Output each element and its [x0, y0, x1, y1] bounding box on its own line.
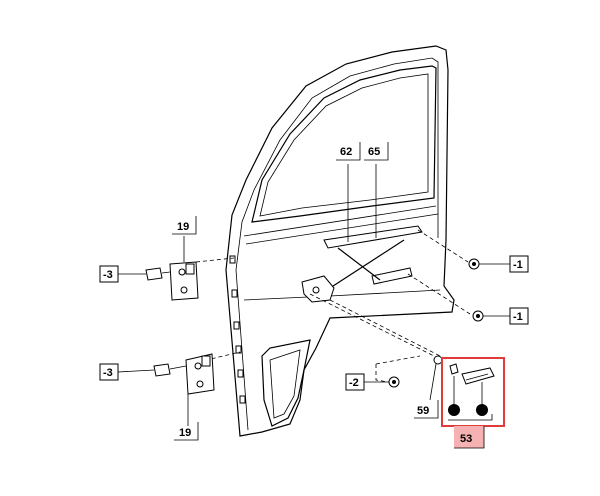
callout-65-label: 65 — [368, 146, 380, 158]
callout-53-label: 53 — [460, 433, 472, 445]
callout-65: 65 — [364, 142, 389, 161]
callout-minus1-top-label: -1 — [513, 259, 523, 271]
bolt-lower-left — [153, 363, 187, 377]
callout-53[interactable]: 53 — [454, 426, 485, 449]
callout-62-label: 62 — [340, 146, 352, 158]
callout-minus3-top: -3 — [99, 265, 146, 283]
callout-19-top-label: 19 — [177, 221, 189, 233]
bolt-lower-middle — [364, 376, 400, 388]
callout-minus3-bottom: -3 — [99, 363, 155, 381]
bolt-right-bottom — [472, 310, 510, 322]
callout-19-top: 19 — [172, 216, 197, 262]
callout-minus2-label: -2 — [349, 377, 359, 389]
bolt-upper-left — [145, 267, 171, 281]
bolt-right-top — [468, 258, 510, 270]
callout-minus1-top: -1 — [509, 255, 529, 273]
callout-minus2: -2 — [345, 373, 365, 391]
callout-minus1-bottom-label: -1 — [513, 311, 523, 323]
callout-19-bottom-label: 19 — [179, 427, 191, 439]
callout-minus3-top-label: -3 — [103, 269, 113, 281]
callout-62: 62 — [336, 142, 361, 161]
callout-59: 59 — [414, 400, 439, 419]
door-edge-holes — [229, 255, 246, 404]
window-regulator — [301, 225, 423, 303]
lower-hinge — [185, 353, 215, 395]
upper-hinge — [169, 261, 199, 301]
clip-59 — [429, 355, 443, 401]
callout-minus1-bottom: -1 — [509, 307, 529, 325]
door-panel — [225, 45, 455, 437]
callout-59-label: 59 — [417, 405, 429, 417]
handle-highlight-box[interactable] — [441, 357, 505, 427]
callout-19-bottom: 19 — [174, 394, 199, 441]
callout-minus3-bottom-label: -3 — [103, 367, 113, 379]
door-handle-icon — [461, 367, 495, 385]
